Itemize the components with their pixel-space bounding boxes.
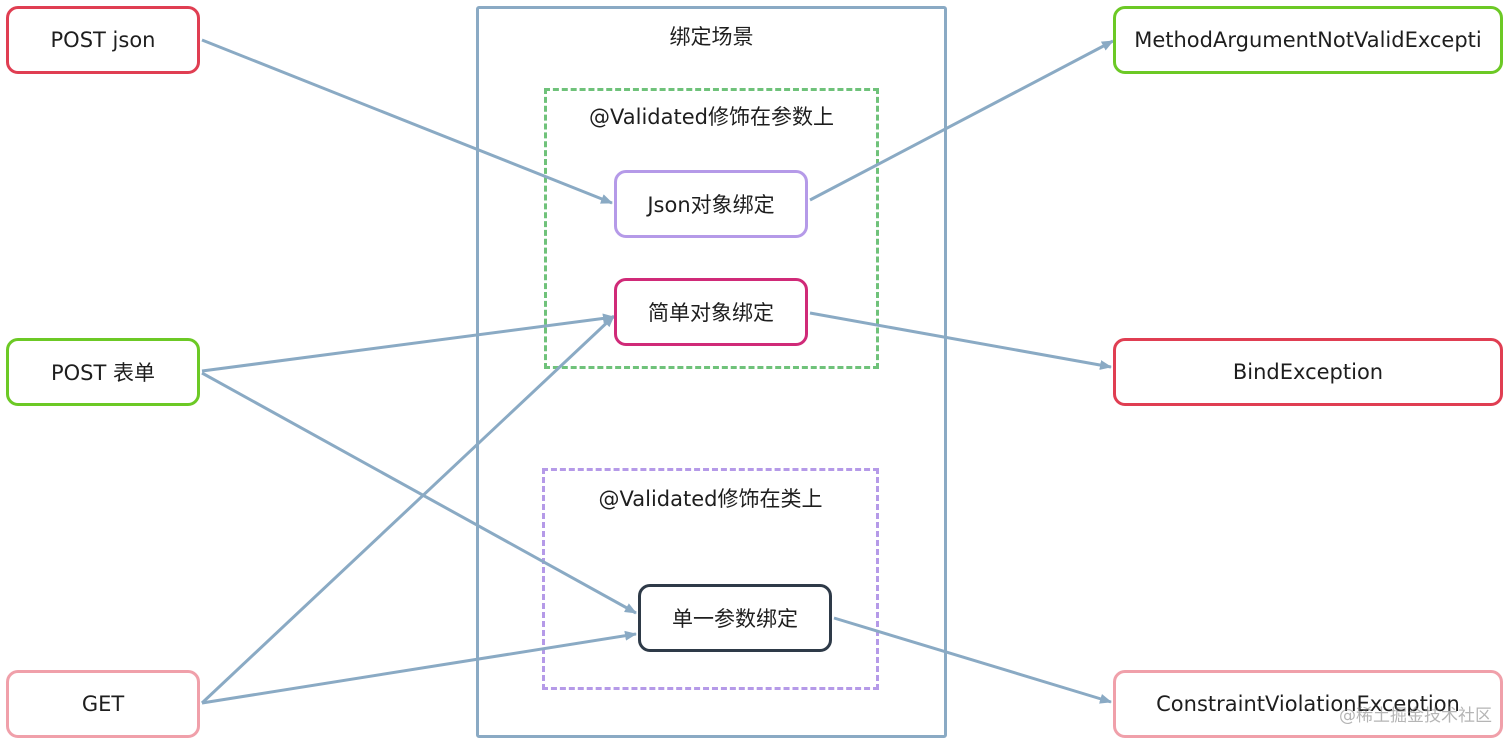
bind-exception-node: BindException [1113, 338, 1503, 406]
post-form-label: POST 表单 [50, 361, 156, 385]
class-validated-group: @Validated修饰在类上 [542, 468, 879, 690]
get-label: GET [81, 692, 125, 716]
json-binding-label: Json对象绑定 [647, 193, 775, 217]
class-group-title: @Validated修饰在类上 [598, 487, 823, 511]
json-binding-node: Json对象绑定 [614, 170, 808, 238]
watermark: @稀土掘金技术社区 [1339, 706, 1492, 726]
edge-simple-binding-to-bind-exception [809, 311, 1112, 370]
constraint-violation-exception-label: ConstraintViolationException [1156, 692, 1460, 716]
edge-json-binding-to-method-argument [809, 39, 1114, 202]
edge-post-form-to-single-param [201, 371, 637, 615]
edge-get-to-single-param [201, 630, 637, 705]
container-title: 绑定场景 [669, 25, 754, 49]
bind-exception-label: BindException [1232, 360, 1384, 384]
single-param-binding-label: 单一参数绑定 [672, 607, 798, 631]
method-argument-exception-label: MethodArgumentNotValidExcepti [1134, 28, 1482, 52]
edge-get-to-simple-binding [200, 314, 616, 705]
param-group-title: @Validated修饰在参数上 [589, 105, 834, 129]
get-node: GET [6, 670, 200, 738]
constraint-violation-exception-node: ConstraintViolationException [1113, 670, 1503, 738]
simple-binding-label: 简单对象绑定 [648, 301, 774, 325]
param-validated-group: @Validated修饰在参数上 [544, 88, 879, 369]
post-form-node: POST 表单 [6, 338, 200, 406]
simple-binding-node: 简单对象绑定 [614, 278, 808, 346]
single-param-binding-node: 单一参数绑定 [638, 584, 832, 652]
post-json-node: POST json [6, 6, 200, 74]
binding-scenarios-container: 绑定场景 [476, 6, 947, 738]
edge-post-form-to-simple-binding [201, 313, 615, 373]
edge-single-param-to-constraint [833, 616, 1112, 704]
post-json-label: POST json [50, 28, 156, 52]
edge-post-json-to-json-binding [201, 38, 613, 205]
method-argument-exception-node: MethodArgumentNotValidExcepti [1113, 6, 1503, 74]
